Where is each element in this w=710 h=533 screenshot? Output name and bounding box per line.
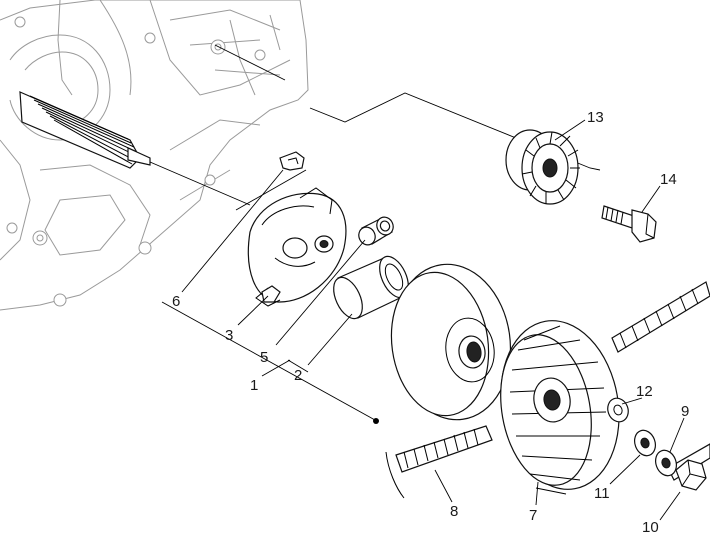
part-11-washer: [634, 429, 656, 457]
label-10: 10: [642, 519, 659, 533]
part-3-ramp-plate: [247, 187, 347, 307]
label-2: 2: [294, 367, 302, 384]
crankcase-housing: [0, 0, 309, 311]
part-10-nut: [675, 459, 707, 491]
upper-belt: [611, 281, 710, 481]
part-7-fan-pulley: [500, 320, 620, 495]
part-5-bushing: [358, 216, 394, 246]
label-11: 11: [594, 485, 610, 502]
label-5: 5: [260, 349, 268, 366]
part-8-belt: [385, 425, 493, 499]
label-9: 9: [681, 403, 689, 420]
label-8: 8: [450, 503, 458, 520]
label-7: 7: [529, 507, 537, 524]
leader-lines: [181, 119, 685, 521]
label-3: 3: [225, 327, 233, 344]
label-6: 6: [172, 293, 180, 310]
part-14-bolt: [601, 205, 657, 243]
drive-shaft: [19, 44, 286, 206]
part-labels: 6 3 5 2 1 13 14 12 9 11 7 8 10: [172, 109, 689, 533]
part-1-pulley-half: [390, 263, 512, 421]
part-13-roller: [505, 129, 580, 205]
part-6-clip: [279, 151, 305, 171]
label-1: 1: [250, 377, 258, 394]
part-2-sleeve: [333, 255, 409, 320]
assembly-bracket: [161, 92, 601, 424]
label-13: 13: [587, 109, 604, 126]
label-14: 14: [660, 171, 677, 188]
part-9-lock-washer: [655, 449, 677, 477]
label-12: 12: [636, 383, 653, 400]
